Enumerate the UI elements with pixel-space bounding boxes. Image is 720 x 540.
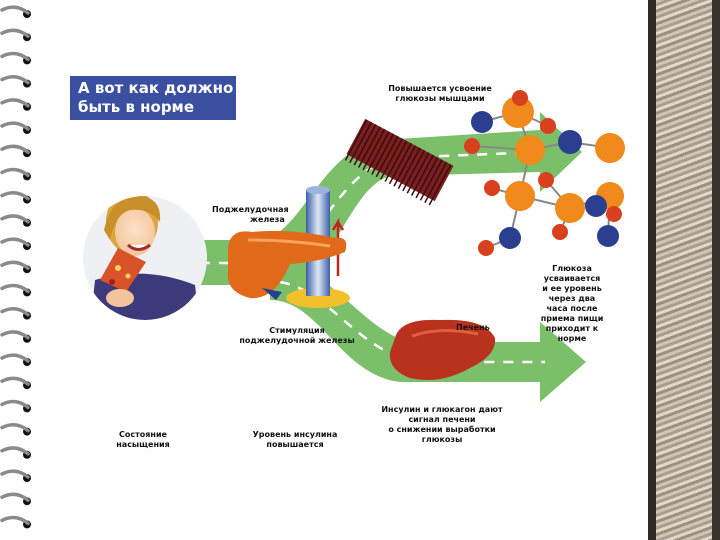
title-box [70, 76, 236, 120]
insulin-signal-label: Инсулин и глюкагон дают сигнал печени о … [381, 405, 503, 444]
muscle-stripe [371, 133, 395, 175]
spiral-ring [0, 330, 30, 340]
spiral-ring [0, 306, 30, 317]
molecule-atom [499, 227, 521, 249]
arrow-lower-branch [270, 262, 586, 402]
glucose-molecule-icon [464, 90, 625, 256]
spiral-ring [0, 469, 30, 479]
spiral-ring [0, 237, 30, 247]
molecule-atom [464, 138, 480, 154]
decorative-frame [648, 0, 720, 540]
muscle-stripe [388, 142, 412, 185]
molecule-atom [512, 90, 528, 106]
muscle-stripe [357, 126, 381, 168]
molecule-atom [515, 135, 545, 165]
molecule-atom [552, 224, 568, 240]
muscle-stripe [406, 152, 430, 194]
pancreas-icon [227, 230, 347, 300]
molecule-atom [478, 240, 494, 256]
muscle-fiber-icon [344, 118, 454, 206]
muscle-stripe [428, 164, 452, 206]
molecule-atom [505, 181, 535, 211]
spiral-ring [0, 74, 30, 85]
spiral-binding-icon [0, 5, 31, 529]
muscle-stripe [410, 154, 434, 196]
spiral-ring [0, 5, 30, 15]
spiral-ring [0, 51, 30, 62]
stimulation-label: Стимуляция поджелудочной железы [239, 326, 355, 345]
title-line-2: быть в норме [78, 98, 194, 116]
muscle-stripe [362, 128, 386, 171]
muscles-label: Повышается усвоение глюкозы мышцами [388, 84, 492, 103]
spiral-ring [0, 492, 30, 502]
molecule-atom [471, 111, 493, 133]
muscle-stripe [384, 140, 408, 182]
muscle-stripe [349, 121, 373, 164]
molecule-atom [502, 96, 534, 128]
molecule-atom [540, 118, 556, 134]
spiral-ring [0, 515, 30, 526]
muscle-stripe [402, 149, 426, 192]
spiral-ring [0, 353, 30, 363]
spiral-ring [0, 446, 30, 456]
arrow-upper-branch [258, 112, 582, 285]
molecule-atom [597, 225, 619, 247]
muscle-stripe [366, 131, 390, 173]
woman-eating-icon [83, 196, 207, 320]
spiral-ring [0, 399, 30, 410]
muscle-stripe [375, 135, 399, 178]
molecule-atom [555, 193, 585, 223]
satiety-label: Состояние насыщения [116, 430, 170, 449]
muscle-stripe [353, 124, 377, 166]
muscle-stripe [393, 145, 417, 187]
insulin-level-label: Уровень инсулина повышается [252, 430, 338, 449]
glucose-label: Глюкоза усваивается и ее уровень через д… [540, 264, 604, 343]
pancreas-label: Поджелудочная железа [212, 205, 289, 224]
spiral-ring [0, 190, 30, 201]
muscle-stripe [419, 159, 443, 201]
spiral-ring [0, 214, 30, 224]
spiral-ring [0, 167, 30, 178]
spiral-ring [0, 28, 30, 38]
muscle-stripe [424, 161, 448, 204]
muscle-stripe [397, 147, 421, 189]
liver-icon [389, 319, 496, 381]
spiral-ring [0, 144, 30, 154]
spiral-ring [0, 98, 30, 108]
molecule-atom [606, 206, 622, 222]
spiral-ring [0, 283, 30, 294]
molecule-atom [585, 195, 607, 217]
liver-label: Печень [456, 323, 490, 332]
muscle-stripe [344, 119, 368, 161]
spiral-ring [0, 260, 30, 270]
spiral-ring [0, 422, 30, 433]
muscle-stripe [415, 157, 439, 199]
muscle-stripe [380, 138, 403, 180]
title-line-1: А вот как должно [78, 79, 234, 97]
page-title: А вот как должно быть в норме [78, 79, 238, 117]
molecule-atom [595, 133, 625, 163]
spiral-ring [0, 121, 30, 131]
molecule-atom [558, 130, 582, 154]
molecule-atom [538, 172, 554, 188]
spiral-ring [0, 376, 30, 386]
molecule-atom [484, 180, 500, 196]
